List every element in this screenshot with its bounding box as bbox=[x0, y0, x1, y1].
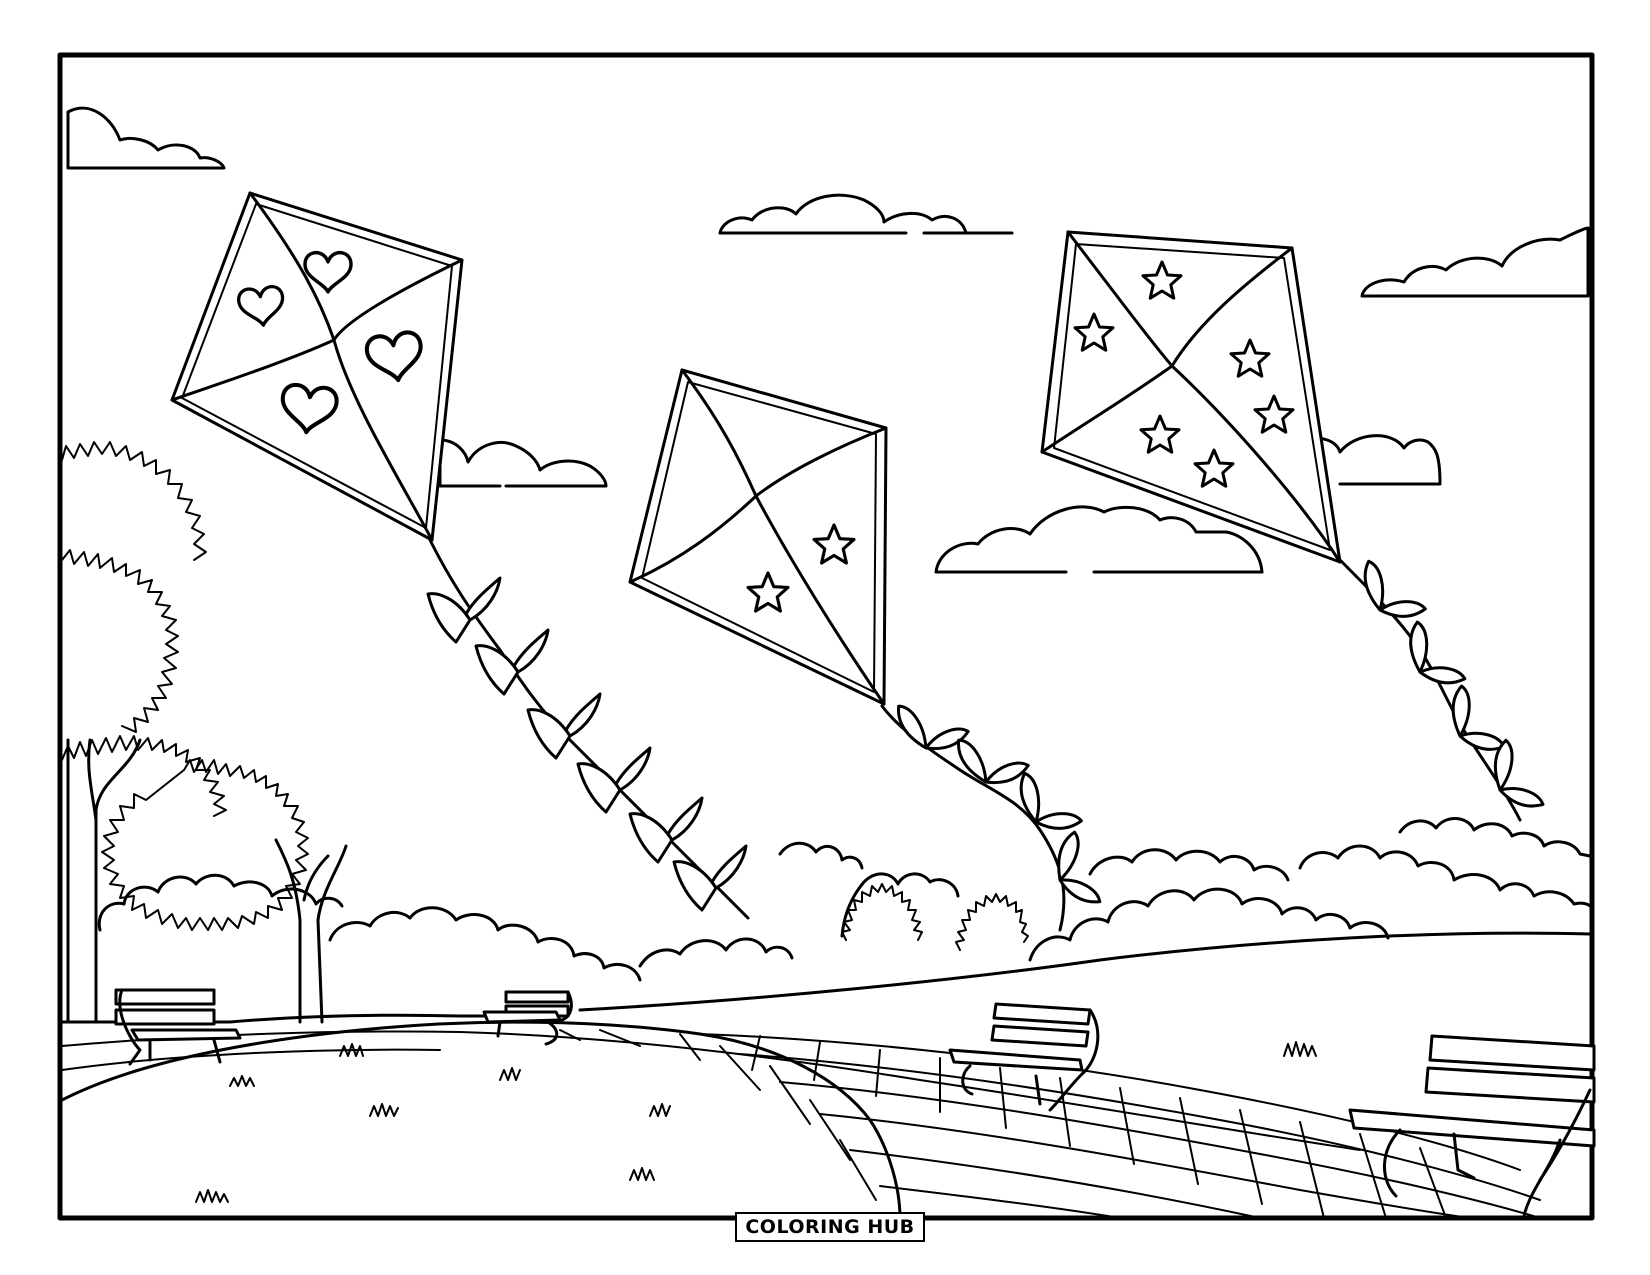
tree-middle-canopy bbox=[101, 759, 309, 931]
cloud-center-top bbox=[718, 193, 968, 235]
cloud-behind-heart-kite bbox=[438, 438, 608, 488]
kite-hearts bbox=[170, 191, 464, 542]
bush-row-far-right bbox=[1398, 817, 1592, 858]
front-lawn bbox=[60, 1020, 902, 1220]
kite-two-stars-spars bbox=[628, 368, 888, 706]
tree-left-canopy bbox=[61, 441, 227, 817]
kite-hearts-frame bbox=[170, 191, 464, 542]
bench-center-right bbox=[948, 1002, 1100, 1112]
ground-line-left bbox=[60, 1013, 562, 1024]
park-ground bbox=[60, 931, 1592, 1220]
bush-spiky-center bbox=[841, 883, 1029, 951]
bush-row-right bbox=[1028, 844, 1592, 962]
brand-label: COLORING HUB bbox=[745, 1216, 915, 1238]
benches bbox=[114, 988, 1596, 1218]
kite-six-stars-string bbox=[1338, 558, 1522, 822]
cloud-mid-right bbox=[934, 505, 1264, 574]
bench-center-left bbox=[482, 990, 573, 1046]
kite-six-stars-frame bbox=[1040, 230, 1342, 564]
tiled-path bbox=[61, 1029, 1541, 1219]
back-hill bbox=[578, 931, 1592, 1012]
kite-six-stars-spars bbox=[1040, 230, 1342, 564]
kite-two-stars-frame bbox=[628, 368, 888, 706]
clouds bbox=[66, 106, 1590, 574]
cloud-right-mid bbox=[1308, 434, 1442, 486]
bush-row-left bbox=[97, 873, 642, 982]
bushes bbox=[97, 817, 1592, 982]
tree-middle-trunk bbox=[274, 838, 348, 1024]
bench-far-left bbox=[114, 988, 242, 1066]
bush-row-center bbox=[638, 841, 960, 968]
trees bbox=[61, 441, 348, 1024]
brand-badge: COLORING HUB bbox=[735, 1212, 925, 1242]
tree-left-trunk bbox=[66, 738, 142, 1024]
cloud-right-top bbox=[1360, 226, 1590, 298]
grass-tufts bbox=[195, 1041, 1317, 1203]
kite-two-stars bbox=[628, 368, 888, 706]
bench-near-right bbox=[1348, 1034, 1596, 1218]
kite-tails bbox=[426, 538, 1546, 932]
cloud-top-left bbox=[66, 106, 226, 170]
kite-six-stars bbox=[1040, 230, 1342, 564]
kite-hearts-spars bbox=[170, 191, 464, 542]
